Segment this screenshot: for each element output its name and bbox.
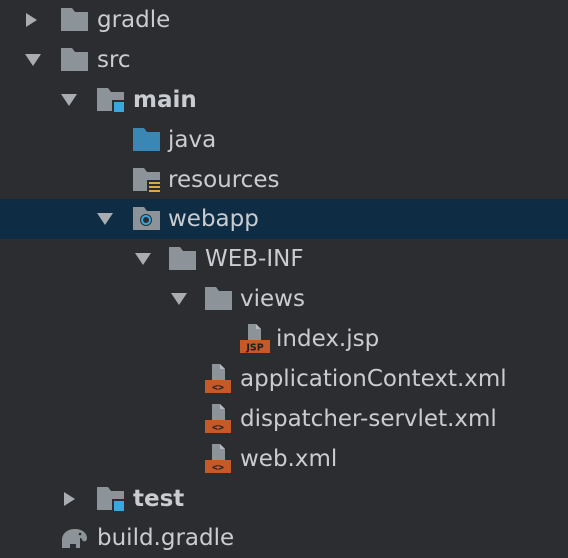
chevron-right-icon[interactable] <box>19 0 43 40</box>
tree-item-label: web.xml <box>240 446 338 472</box>
chevron-down-icon[interactable] <box>131 239 155 279</box>
chevron-down-icon[interactable] <box>57 80 81 120</box>
chevron-down-icon[interactable] <box>93 199 117 239</box>
tree-item-main[interactable]: main <box>0 80 568 120</box>
gradle-elephant-icon <box>58 518 90 558</box>
tree-item-label: gradle <box>97 7 171 33</box>
xml-badge-text: <> <box>212 383 224 394</box>
tree-item-label: WEB-INF <box>205 246 304 272</box>
tree-item-label: views <box>240 286 305 312</box>
java-source-folder-icon <box>131 120 163 160</box>
source-root-folder-icon <box>95 479 127 519</box>
jsp-badge-text: JSP <box>245 343 263 354</box>
tree-item-label: webapp <box>168 206 259 232</box>
tree-item-label: applicationContext.xml <box>240 366 507 392</box>
tree-item-src[interactable]: src <box>0 40 568 80</box>
tree-item-label: resources <box>168 167 280 193</box>
xml-file-icon: <> <box>203 359 235 399</box>
tree-item-dispatcher-servlet-xml[interactable]: <> dispatcher-servlet.xml <box>0 399 568 439</box>
tree-item-build-gradle[interactable]: build.gradle <box>0 518 568 558</box>
tree-item-label: java <box>168 127 217 153</box>
jsp-file-icon: JSP <box>239 319 271 359</box>
tree-item-views[interactable]: views <box>0 279 568 319</box>
tree-item-test[interactable]: test <box>0 479 568 519</box>
tree-item-label: dispatcher-servlet.xml <box>240 406 497 432</box>
tree-item-label: main <box>133 87 197 113</box>
tree-item-label: index.jsp <box>276 326 380 352</box>
tree-item-web-inf[interactable]: WEB-INF <box>0 239 568 279</box>
folder-icon <box>167 239 199 279</box>
tree-item-label: src <box>97 47 131 73</box>
tree-item-web-xml[interactable]: <> web.xml <box>0 439 568 479</box>
tree-item-java[interactable]: java <box>0 120 568 160</box>
tree-item-webapp[interactable]: webapp <box>0 199 568 239</box>
chevron-down-icon[interactable] <box>167 279 191 319</box>
xml-badge-text: <> <box>212 463 224 474</box>
web-folder-icon <box>131 199 163 239</box>
tree-item-gradle[interactable]: gradle <box>0 0 568 40</box>
resources-folder-icon <box>131 160 163 200</box>
chevron-down-icon[interactable] <box>21 40 45 80</box>
tree-item-label: test <box>133 486 185 512</box>
tree-item-index-jsp[interactable]: JSP index.jsp <box>0 319 568 359</box>
folder-icon <box>59 40 91 80</box>
tree-item-label: build.gradle <box>97 525 235 551</box>
xml-file-icon: <> <box>203 439 235 479</box>
tree-item-application-context-xml[interactable]: <> applicationContext.xml <box>0 359 568 399</box>
xml-badge-text: <> <box>212 423 224 434</box>
folder-icon <box>59 0 91 40</box>
source-root-folder-icon <box>95 80 127 120</box>
xml-file-icon: <> <box>203 399 235 439</box>
tree-item-resources[interactable]: resources <box>0 160 568 200</box>
folder-icon <box>203 279 235 319</box>
chevron-right-icon[interactable] <box>57 479 81 519</box>
